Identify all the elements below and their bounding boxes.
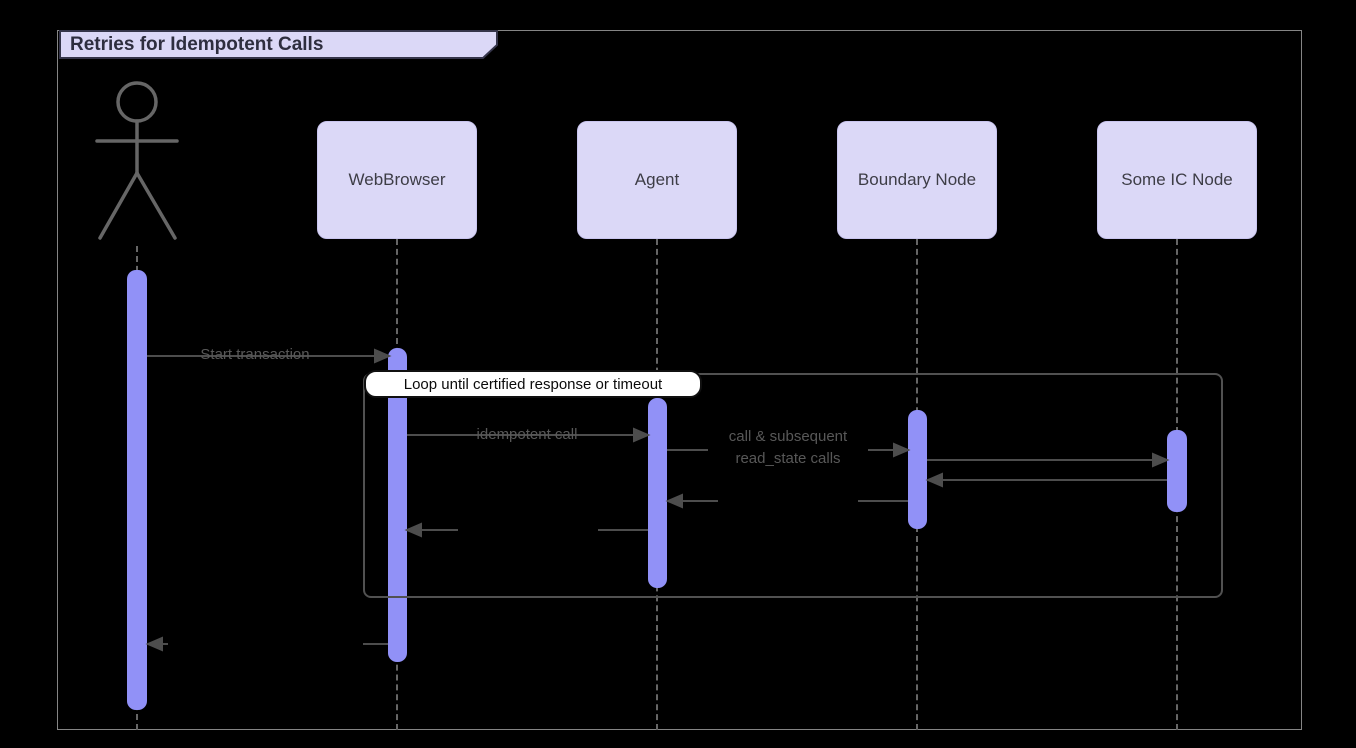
diagram-title: Retries for Idempotent Calls bbox=[70, 34, 324, 55]
message-label-call-read-state: call & subsequent read_state calls bbox=[708, 426, 868, 470]
activation-boundary-node bbox=[908, 410, 927, 529]
diagram-frame bbox=[57, 30, 1302, 730]
participant-boundary-node: Boundary Node bbox=[837, 121, 997, 239]
participant-label: WebBrowser bbox=[348, 170, 446, 189]
participant-some-ic-node: Some IC Node bbox=[1097, 121, 1257, 239]
activation-some-ic-node bbox=[1167, 430, 1187, 512]
message-label-line1: call & subsequent bbox=[728, 428, 848, 445]
message-label-line2: read_state calls bbox=[735, 450, 841, 467]
message-label-idempotent-call: idempotent call bbox=[476, 426, 578, 443]
participant-label: Agent bbox=[634, 170, 680, 189]
participant-agent: Agent bbox=[577, 121, 737, 239]
loop-frame bbox=[363, 373, 1223, 598]
participant-label: Boundary Node bbox=[857, 170, 977, 189]
activation-actor bbox=[127, 270, 147, 710]
activation-webbrowser bbox=[388, 348, 407, 662]
activation-agent bbox=[648, 398, 667, 588]
message-label-start-transaction: Start transaction bbox=[200, 346, 310, 363]
participant-label: Some IC Node bbox=[1121, 170, 1233, 189]
loop-label: Loop until certified response or timeout bbox=[364, 370, 702, 398]
participant-webbrowser: WebBrowser bbox=[317, 121, 477, 239]
loop-label-text: Loop until certified response or timeout bbox=[403, 375, 663, 393]
